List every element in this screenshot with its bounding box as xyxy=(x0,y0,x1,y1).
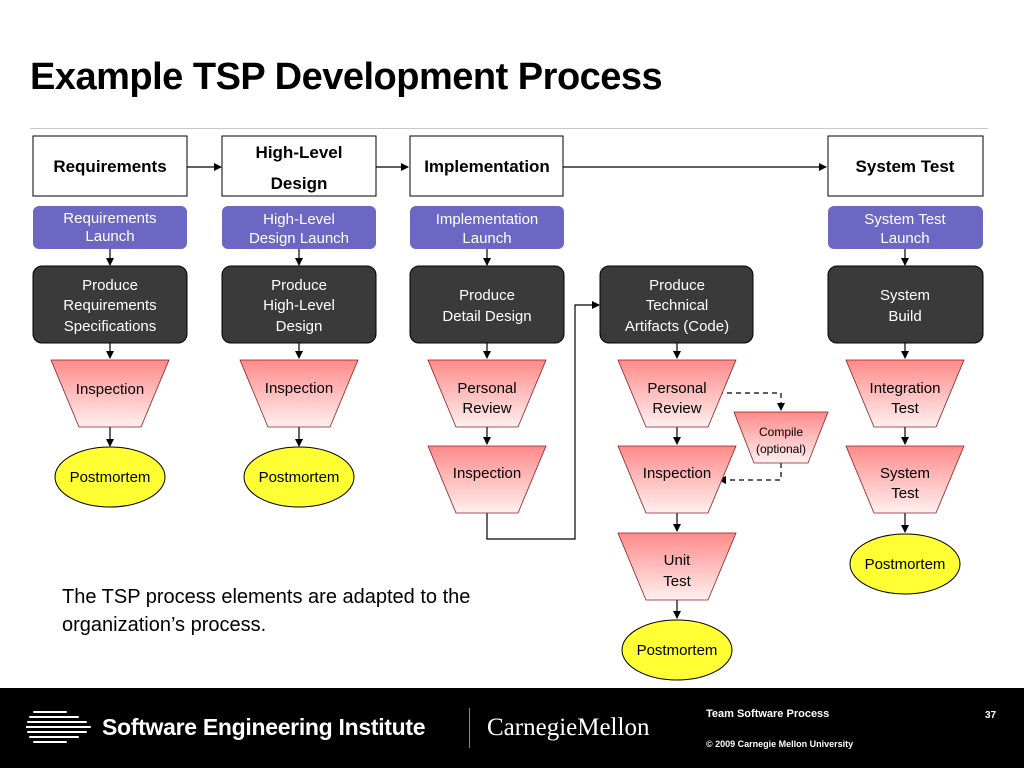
compile-optional: Compile (optional) xyxy=(733,411,829,464)
launch-system-test-line1: System Test xyxy=(864,211,946,228)
postmortem-implementation: Postmortem xyxy=(621,619,733,681)
phase-hld-label-line2: Design xyxy=(271,174,328,193)
process-system-build-line1: System xyxy=(880,287,930,304)
page-number: 37 xyxy=(985,710,997,721)
process-system-build: System Build xyxy=(827,265,984,344)
design-personal-review-line2: Review xyxy=(462,400,511,417)
integration-test-line2: Test xyxy=(891,400,919,417)
unit-test: Unit Test xyxy=(617,532,737,601)
footer-copyright: © 2009 Carnegie Mellon University xyxy=(706,739,854,749)
launch-hld-line2: Design Launch xyxy=(249,230,349,247)
integration-test: Integration Test xyxy=(845,359,965,428)
phase-high-level-design: High-Level Design xyxy=(221,135,377,197)
process-requirements-line3: Specifications xyxy=(64,318,157,335)
launch-implementation-line1: Implementation xyxy=(436,211,539,228)
system-test-review-line1: System xyxy=(880,465,930,482)
launch-requirements-line1: Requirements xyxy=(63,210,156,227)
hld-inspection-label: Inspection xyxy=(265,380,333,397)
process-detail-design-line2: Detail Design xyxy=(442,308,531,325)
launch-system-test: System Test Launch xyxy=(828,206,983,249)
sei-wordmark: Software Engineering Institute xyxy=(102,714,426,740)
connectors xyxy=(106,163,909,619)
process-technical-artifacts: Produce Technical Artifacts (Code) xyxy=(599,265,754,344)
phase-requirements: Requirements xyxy=(32,135,188,197)
design-inspection-label: Inspection xyxy=(453,465,521,482)
sei-logo-icon xyxy=(26,711,91,743)
postmortem-high-level-design: Postmortem xyxy=(243,446,355,508)
phase-system-test: System Test xyxy=(827,135,984,197)
code-personal-review: Personal Review xyxy=(617,359,737,428)
launch-hld-line1: High-Level xyxy=(263,211,335,228)
process-high-level-design: Produce High-Level Design xyxy=(221,265,377,344)
process-hld-line1: Produce xyxy=(271,277,327,294)
note-text: The TSP process elements are adapted to … xyxy=(62,586,471,636)
process-artifacts-line2: Technical xyxy=(646,297,709,314)
title-divider xyxy=(30,128,988,129)
cmu-wordmark: CarnegieMellon xyxy=(487,714,650,741)
launch-high-level-design: High-Level Design Launch xyxy=(222,206,376,249)
process-detail-design-line1: Produce xyxy=(459,287,515,304)
footer-divider xyxy=(469,708,470,748)
process-requirements-line2: Requirements xyxy=(63,297,156,314)
design-inspection: Inspection xyxy=(427,445,547,514)
system-test-review-line2: Test xyxy=(891,485,919,502)
postmortem-requirements: Postmortem xyxy=(54,446,166,508)
postmortem-system-test-label: Postmortem xyxy=(865,556,946,573)
launch-requirements: Requirements Launch xyxy=(33,206,187,249)
launch-requirements-line2: Launch xyxy=(85,228,134,245)
design-personal-review: Personal Review xyxy=(427,359,547,428)
compile-line1: Compile xyxy=(759,425,803,439)
phase-hld-label-line1: High-Level xyxy=(256,143,343,162)
process-detail-design: Produce Detail Design xyxy=(409,265,565,344)
code-personal-review-line2: Review xyxy=(652,400,701,417)
code-inspection: Inspection xyxy=(617,445,737,514)
postmortem-hld-label: Postmortem xyxy=(259,469,340,486)
code-inspection-label: Inspection xyxy=(643,465,711,482)
process-diagram: Requirements High-Level Design Implement… xyxy=(32,135,984,681)
footer-course: Team Software Process xyxy=(706,708,830,720)
hld-inspection: Inspection xyxy=(239,359,359,428)
process-artifacts-line3: Artifacts (Code) xyxy=(625,318,729,335)
process-hld-line2: High-Level xyxy=(263,297,335,314)
code-personal-review-line1: Personal xyxy=(647,380,706,397)
phase-implementation: Implementation xyxy=(409,135,564,197)
launch-implementation: Implementation Launch xyxy=(410,206,564,249)
launch-implementation-line2: Launch xyxy=(462,230,511,247)
postmortem-implementation-label: Postmortem xyxy=(637,642,718,659)
requirements-inspection-label: Inspection xyxy=(76,381,144,398)
slide-title: Example TSP Development Process xyxy=(30,56,663,98)
unit-test-line1: Unit xyxy=(664,552,692,569)
process-requirements: Produce Requirements Specifications xyxy=(32,265,188,344)
process-artifacts-line1: Produce xyxy=(649,277,705,294)
footer: Software Engineering Institute CarnegieM… xyxy=(0,688,1024,768)
phase-implementation-label: Implementation xyxy=(424,157,550,176)
unit-test-line2: Test xyxy=(663,573,691,590)
integration-test-line1: Integration xyxy=(870,380,941,397)
system-test-review: System Test xyxy=(845,445,965,514)
launch-system-test-line2: Launch xyxy=(880,230,929,247)
process-system-build-line2: Build xyxy=(888,308,921,325)
process-hld-line3: Design xyxy=(276,318,323,335)
phase-requirements-label: Requirements xyxy=(53,157,166,176)
compile-line2: (optional) xyxy=(756,442,806,456)
postmortem-requirements-label: Postmortem xyxy=(70,469,151,486)
design-personal-review-line1: Personal xyxy=(457,380,516,397)
phase-system-test-label: System Test xyxy=(856,157,955,176)
process-requirements-line1: Produce xyxy=(82,277,138,294)
requirements-inspection: Inspection xyxy=(50,359,170,428)
postmortem-system-test: Postmortem xyxy=(849,533,961,595)
